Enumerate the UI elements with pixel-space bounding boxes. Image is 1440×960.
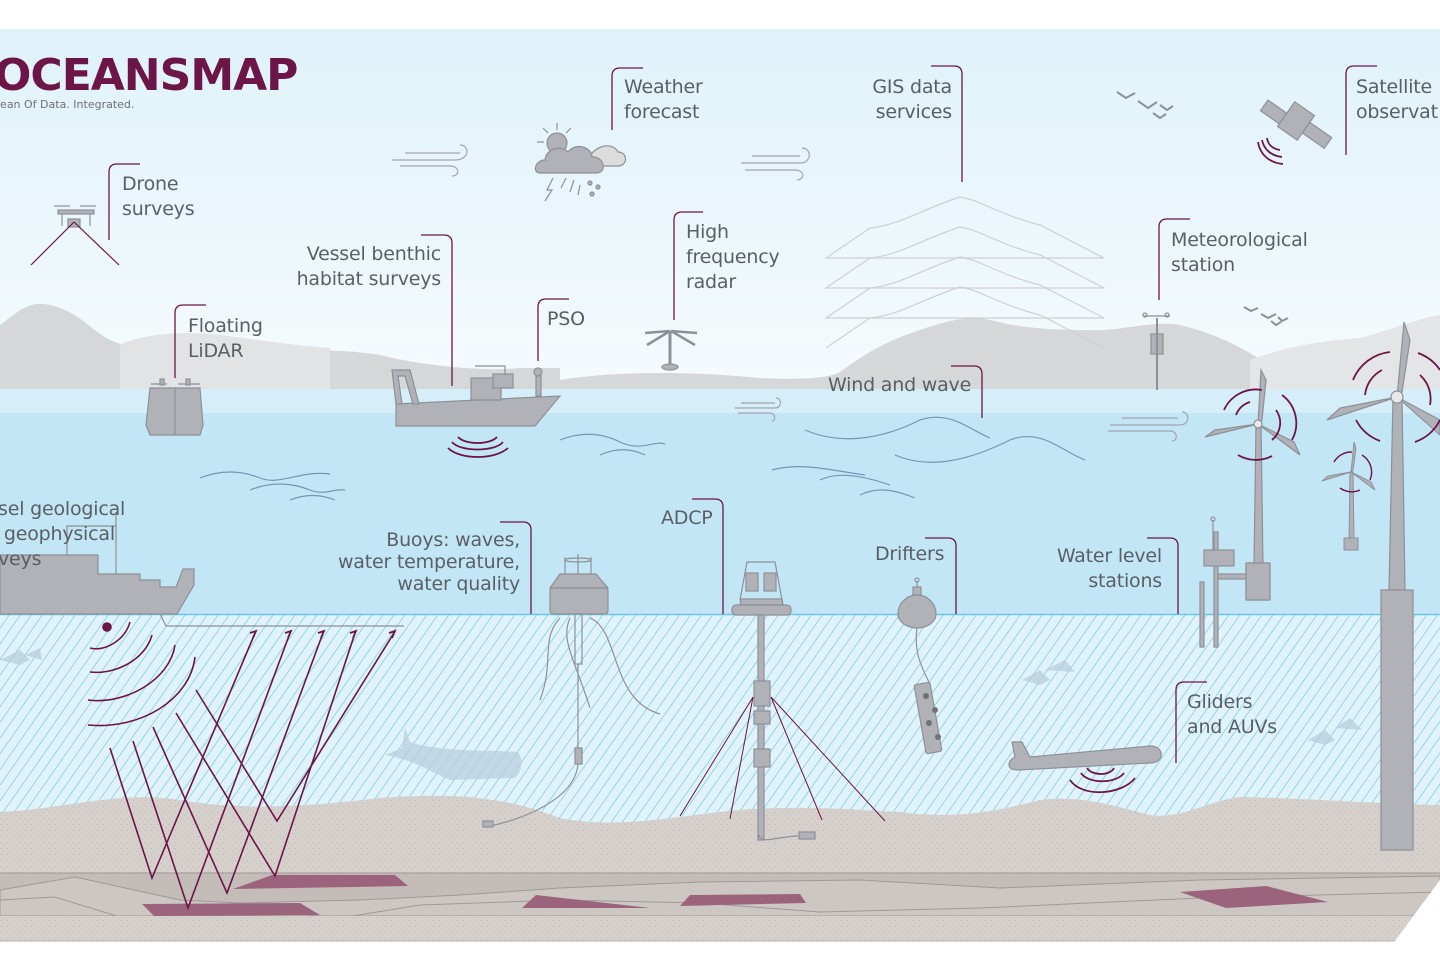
sky [0, 29, 1440, 389]
drone-icon [30, 205, 120, 266]
wind-turbine-small-icon [1321, 441, 1376, 551]
turbine-noise-rings [1333, 451, 1373, 493]
met-station-icon [1142, 312, 1170, 390]
turbine-noise-rings [1223, 388, 1298, 461]
wind-turbine-large-icon [1326, 321, 1440, 851]
sea-surface-band [0, 389, 1440, 417]
floating-lidar-icon [145, 378, 204, 436]
sediment-layers [0, 872, 1440, 960]
brand-subtitle: cean Of Data. Integrated. [0, 98, 135, 111]
layer-highlight [522, 895, 650, 908]
label-buoys: Buoys: waves,water temperature,water qua… [337, 529, 520, 595]
waves [199, 416, 1086, 501]
mountains [0, 303, 1440, 390]
sea-water [0, 413, 1440, 615]
label-pso: PSO [547, 308, 585, 330]
turbine-noise-rings [1352, 351, 1440, 443]
weather-forecast-icon [534, 123, 627, 202]
seabed [0, 795, 1440, 873]
label-wind-and-wave: Wind and wave [828, 374, 972, 396]
geophysical-vessel-icon [0, 512, 404, 627]
adcp-icon [731, 561, 816, 841]
layer-highlight [680, 894, 806, 906]
callout-lines [108, 65, 1377, 763]
benthic-vessel-icon [391, 365, 562, 458]
brand-title: OCEANSMAP [0, 50, 298, 101]
whale-silhouette [385, 727, 522, 780]
brand-logo: OCEANSMAP cean Of Data. Integrated. [0, 50, 298, 112]
seismic-rays [87, 621, 397, 911]
wind-icons [392, 144, 1189, 442]
layer-highlight [142, 903, 320, 916]
fish-school [0, 648, 1362, 745]
drifter-icon [897, 577, 943, 755]
buoy-icon [482, 554, 661, 828]
layer-highlight [233, 875, 408, 889]
satellite-icon [1257, 99, 1333, 165]
layer-highlight [1180, 886, 1328, 908]
gis-layers-icon [824, 196, 1105, 349]
water-level-station-icon [1199, 516, 1271, 648]
birds-icon [1116, 91, 1289, 327]
glider-auv-icon [1008, 741, 1162, 794]
label-adcp: ADCP [661, 507, 713, 529]
hf-radar-icon [644, 329, 698, 371]
adcp-moorings [679, 696, 886, 822]
label-drifters: Drifters [875, 543, 945, 565]
